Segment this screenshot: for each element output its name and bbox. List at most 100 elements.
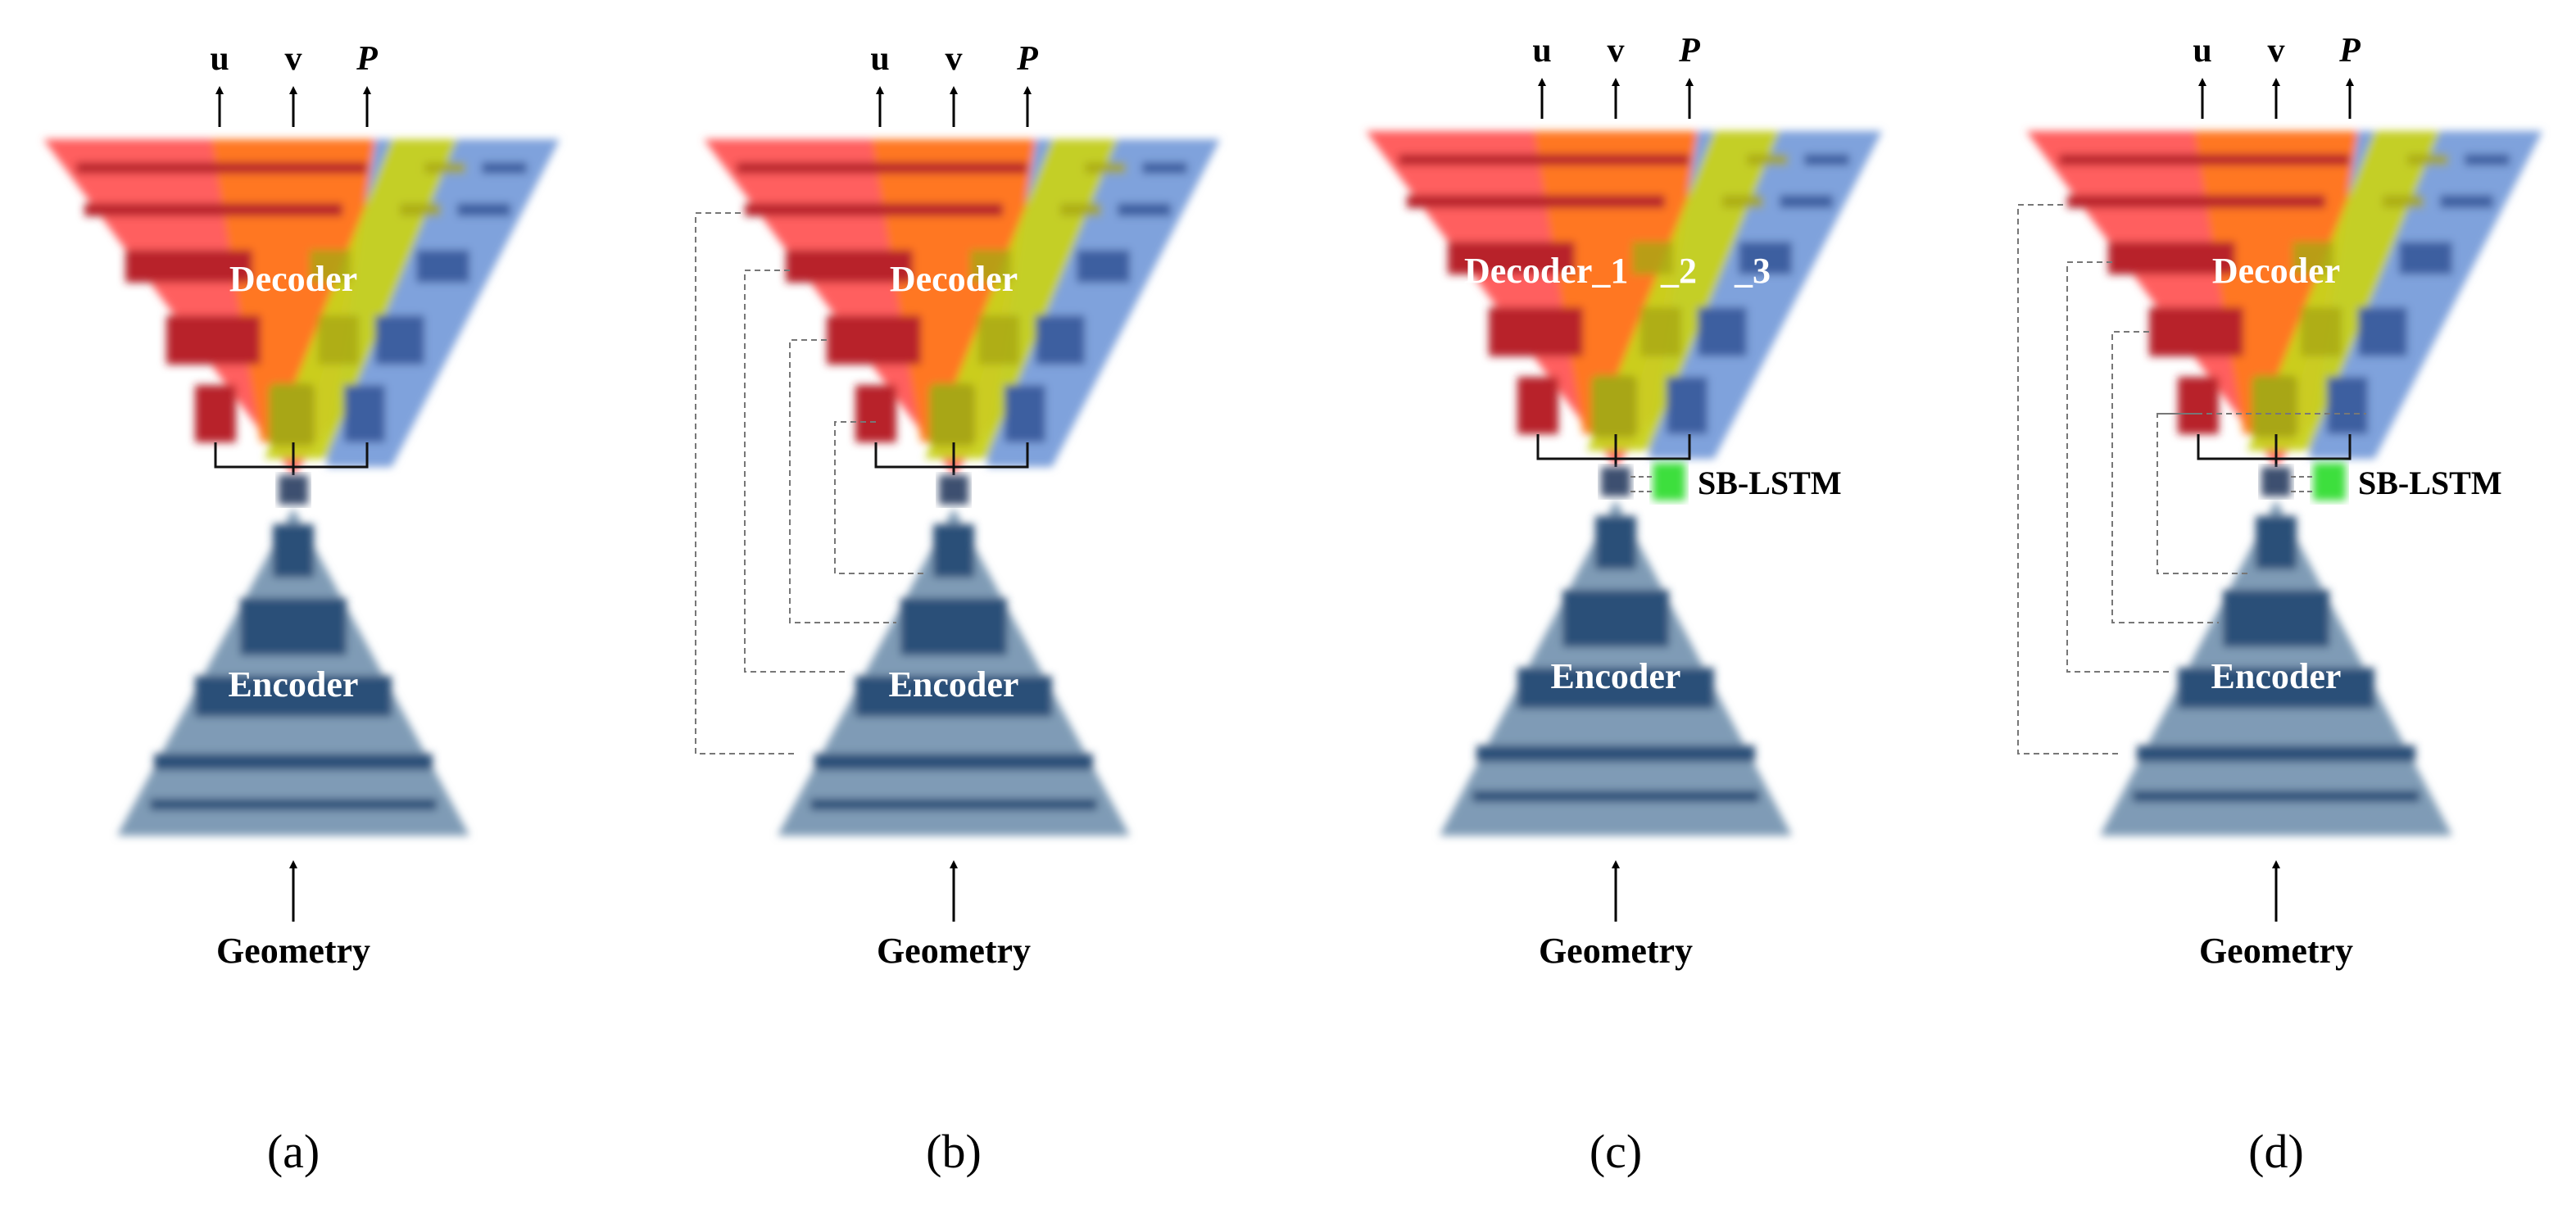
encoder-layer-2 — [195, 676, 392, 717]
input-label: Geometry — [877, 931, 1031, 971]
bottleneck-block — [2261, 467, 2291, 496]
decoder-label-3: _3 — [1734, 251, 1771, 291]
output-label-v: v — [285, 40, 302, 78]
encoder-block — [778, 508, 1130, 836]
decoder-layer-red-3 — [166, 315, 261, 365]
decoder-layer-red-3 — [1489, 307, 1583, 356]
output-label-u: u — [1532, 32, 1551, 70]
skip-connection-2 — [789, 339, 896, 623]
decoder-layer-yellow-1 — [1722, 195, 1763, 208]
encoder-layer-2 — [2178, 668, 2374, 709]
input-label: Geometry — [1539, 931, 1693, 971]
bottleneck-block — [1601, 467, 1630, 496]
output-label-P: P — [356, 40, 378, 78]
skip-connection-0 — [2017, 204, 2120, 755]
panel-caption: (d) — [2248, 1125, 2304, 1178]
encoder-layer-3 — [1476, 745, 1755, 762]
decoder-layer-yellow-2 — [970, 250, 1011, 283]
decoder-label: Decoder — [229, 259, 357, 299]
encoder-layer-3 — [814, 754, 1093, 770]
decoder-layer-yellow-3 — [1640, 307, 1681, 356]
lstm-block — [2313, 463, 2346, 501]
decoder-layer-yellow-2 — [310, 250, 351, 283]
skip-connection-3 — [834, 421, 925, 574]
decoder-block — [1366, 131, 1882, 467]
input-label: Geometry — [216, 931, 370, 971]
decoder-layer-yellow-3 — [318, 315, 359, 365]
decoder-layer-blue-0 — [2465, 154, 2510, 165]
decoder-layer-blue-2 — [1077, 250, 1130, 283]
decoder-head-red — [195, 385, 236, 442]
input-label: Geometry — [2199, 931, 2353, 971]
decoder-head-blue — [344, 385, 385, 442]
encoder-block — [1440, 500, 1792, 836]
decoder-layer-blue-1 — [1780, 195, 1833, 208]
decoder-layer-blue-1 — [1118, 203, 1171, 216]
encoder-layer-1 — [240, 598, 347, 655]
decoder-layer-blue-3 — [375, 315, 424, 365]
decoder-layer-blue-3 — [1698, 307, 1747, 356]
decoder-layer-red-2 — [2108, 242, 2235, 274]
decoder-block — [43, 139, 560, 475]
decoder-layer-red-2 — [786, 250, 913, 283]
decoder-label-2: _2 — [1660, 251, 1697, 291]
decoder-layer-blue-2 — [2399, 242, 2452, 274]
panel-caption: (a) — [267, 1125, 320, 1178]
decoder-yellow-band — [265, 139, 457, 459]
decoder-yellow-band — [2247, 131, 2440, 451]
decoder-layer-red-1 — [2067, 195, 2325, 208]
decoder-head-blue — [1667, 377, 1708, 434]
encoder-layer-0 — [933, 524, 974, 578]
encoder-layer-1 — [2223, 590, 2329, 647]
encoder-layer-0 — [273, 524, 314, 578]
decoder-layer-yellow-1 — [1060, 203, 1101, 216]
bottleneck-block — [279, 475, 308, 505]
decoder-layer-red-1 — [84, 203, 342, 216]
encoder-layer-3 — [2137, 745, 2415, 762]
decoder-head-yellow — [269, 383, 315, 446]
decoder-layer-blue-2 — [416, 250, 469, 283]
decoder-layer-blue-1 — [457, 203, 510, 216]
output-label-u: u — [2193, 32, 2211, 70]
decoder-block — [704, 139, 1220, 475]
decoder-layer-yellow-2 — [1632, 242, 1673, 274]
decoder-layer-red-2 — [1448, 242, 1575, 274]
encoder-layer-4 — [2133, 791, 2420, 802]
decoder-layer-yellow-0 — [424, 162, 465, 174]
output-label-P: P — [1678, 32, 1700, 70]
decoder-layer-blue-2 — [1739, 242, 1792, 274]
decoder-head-blue — [2327, 377, 2368, 434]
decoder-head-yellow — [2252, 375, 2297, 437]
decoder-label: Decoder_1 — [1464, 251, 1628, 291]
decoder-layer-red-1 — [1407, 195, 1665, 208]
skip-connection-1 — [744, 270, 847, 673]
decoder-layer-red-2 — [125, 250, 252, 283]
encoder-layer-4 — [810, 799, 1097, 810]
decoder-head-yellow — [929, 383, 975, 446]
decoder-yellow-band — [1587, 131, 1780, 451]
bottleneck-block — [939, 475, 968, 505]
decoder-layer-blue-0 — [482, 162, 527, 174]
skip-connections — [695, 212, 925, 755]
encoder-label: Encoder — [2211, 656, 2342, 696]
decoder-layer-yellow-0 — [1747, 154, 1788, 165]
lstm-block — [1653, 463, 1685, 501]
decoder-head-red — [1517, 377, 1558, 434]
output-label-u: u — [210, 40, 229, 78]
head-bracket — [1536, 434, 1691, 460]
skip-connection-3 — [2156, 413, 2247, 574]
encoder-layer-4 — [1472, 791, 1759, 802]
panel-caption: (b) — [926, 1125, 982, 1178]
lstm-label: SB-LSTM — [1698, 464, 1842, 501]
encoder-label: Encoder — [229, 664, 359, 705]
decoder-layer-red-1 — [745, 203, 1003, 216]
decoder-layer-blue-1 — [2440, 195, 2493, 208]
decoder-layer-yellow-2 — [2293, 242, 2333, 274]
encoder-label: Encoder — [889, 664, 1019, 705]
decoder-label: Decoder — [2212, 251, 2340, 291]
decoder-yellow-band — [925, 139, 1118, 459]
head-bracket — [874, 442, 1029, 469]
decoder-layer-red-3 — [2149, 307, 2243, 356]
encoder-layer-4 — [150, 799, 437, 810]
